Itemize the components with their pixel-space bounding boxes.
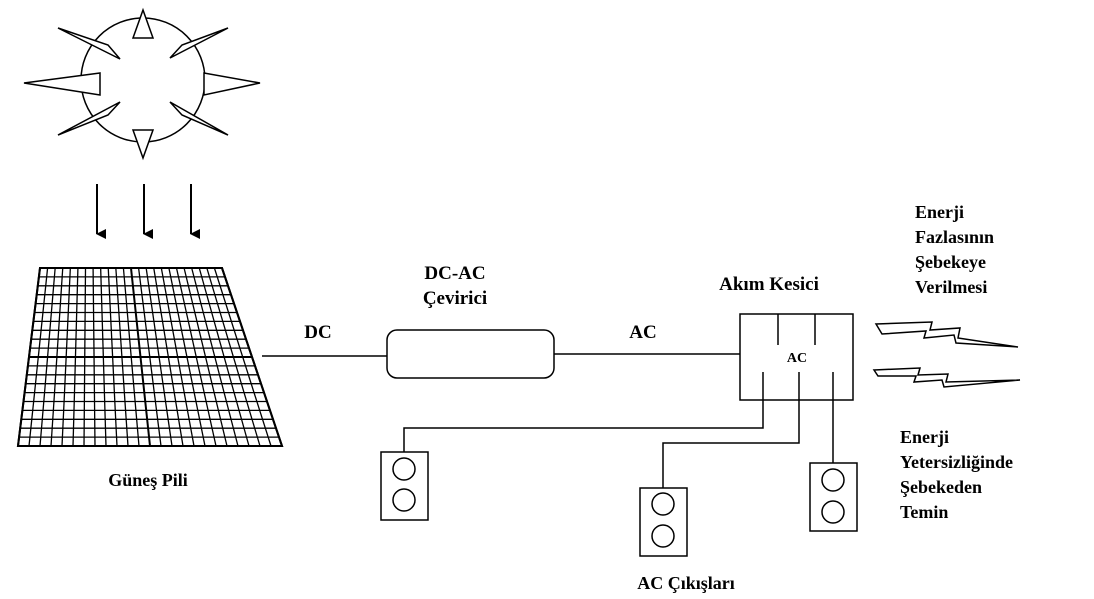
ac-line-label: AC bbox=[629, 322, 656, 343]
breaker-label: Akım Kesici bbox=[719, 274, 819, 295]
import-line: Temin bbox=[900, 502, 948, 522]
outputs-label: AC Çıkışları bbox=[637, 573, 735, 593]
socket-outlet-icon bbox=[380, 451, 858, 557]
export-line: Verilmesi bbox=[915, 277, 987, 297]
dc-label: DC bbox=[304, 322, 331, 343]
inverter-label-1: DC-AC bbox=[424, 263, 485, 284]
solar-panel-label: Güneş Pili bbox=[108, 470, 188, 490]
inverter-label-2: Çevirici bbox=[423, 288, 487, 309]
sun-icon bbox=[23, 7, 261, 161]
wiring bbox=[262, 353, 834, 488]
inverter-box bbox=[386, 329, 555, 379]
sunlight-arrow-icon bbox=[96, 184, 200, 239]
export-text: Enerji Fazlasının Şebekeye Verilmesi bbox=[915, 202, 994, 297]
breaker-inner-label: AC bbox=[787, 351, 807, 366]
import-line: Şebekeden bbox=[900, 477, 982, 497]
lightning-bolt-icon bbox=[872, 321, 1021, 388]
import-text: Enerji Yetersizliğinde Şebekeden Temin bbox=[900, 427, 1013, 522]
export-line: Fazlasının bbox=[915, 227, 994, 247]
import-line: Enerji bbox=[900, 427, 949, 447]
import-line: Yetersizliğinde bbox=[900, 452, 1013, 472]
solar-panel-icon bbox=[16, 267, 284, 447]
export-line: Şebekeye bbox=[915, 252, 986, 272]
breaker-box bbox=[739, 313, 854, 401]
export-line: Enerji bbox=[915, 202, 964, 222]
